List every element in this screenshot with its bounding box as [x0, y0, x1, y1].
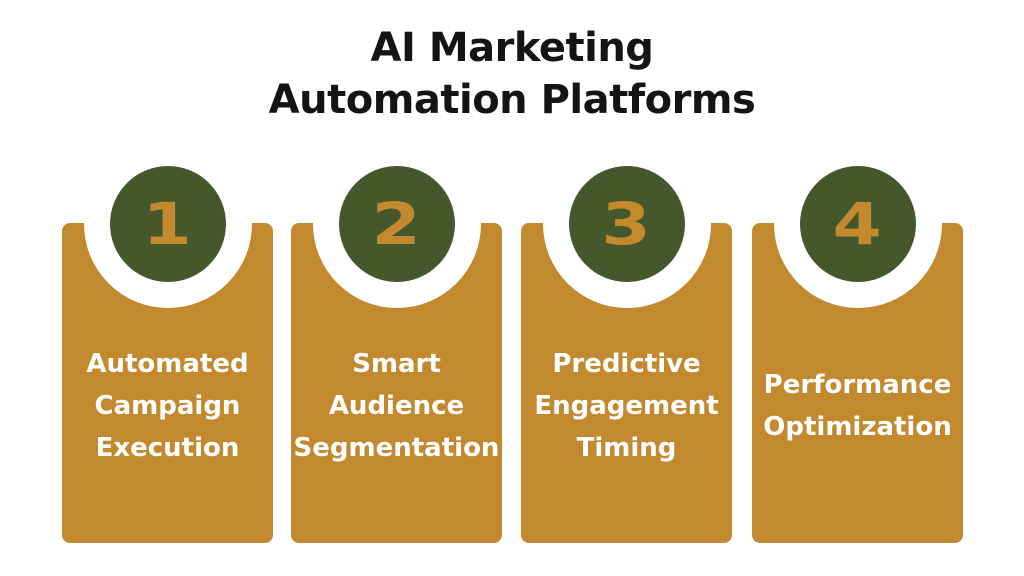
step-number: 4: [832, 190, 883, 258]
step-label-line: Predictive: [552, 348, 701, 379]
step-label-line: Audience: [328, 390, 465, 421]
step-number-disc: 3: [568, 166, 685, 282]
step-number-disc: 2: [338, 166, 455, 282]
title-line-1: AI Marketing: [370, 25, 654, 71]
step-label-line: Execution: [95, 432, 240, 463]
step-number: 1: [142, 190, 193, 258]
step-label-line: Timing: [576, 432, 677, 463]
step-label-line: Campaign: [94, 390, 241, 421]
step-label-line: Engagement: [534, 390, 719, 421]
step-label-line: Segmentation: [293, 432, 500, 463]
step-label-line: Automated: [86, 348, 249, 379]
step-number-disc: 4: [799, 166, 916, 282]
step-label-line: Smart: [352, 348, 441, 379]
step-label-line: Optimization: [763, 411, 952, 442]
step-number: 2: [371, 190, 422, 258]
title-line-2: Automation Platforms: [268, 77, 756, 123]
step-number: 3: [601, 190, 652, 258]
page-title: AI Marketing Automation Platforms: [0, 22, 1024, 126]
step-number-disc: 1: [109, 166, 226, 282]
step-label-line: Performance: [763, 369, 952, 400]
